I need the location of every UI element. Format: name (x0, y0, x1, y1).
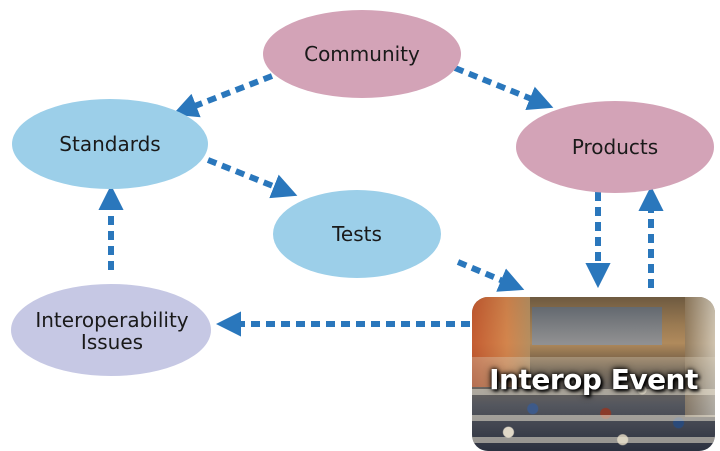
products-node (516, 101, 714, 193)
tests-node (273, 190, 441, 278)
interop-event-caption: Interop Event (489, 363, 698, 396)
photo-table-row (472, 389, 715, 395)
interop-event-photo: Interop Event (472, 297, 715, 451)
photo-crowd (472, 357, 715, 451)
interoperability-issues-node (11, 284, 211, 376)
edge-tests-to-event (456, 259, 525, 292)
edge-standards-to-tests (206, 157, 298, 199)
edge-community-to-products (453, 65, 554, 111)
standards-node (12, 99, 208, 189)
community-node (263, 10, 461, 98)
photo-table-row (472, 415, 715, 421)
photo-table-row (472, 437, 715, 443)
edge-community-to-standards (172, 73, 274, 118)
photo-stage (532, 307, 662, 345)
